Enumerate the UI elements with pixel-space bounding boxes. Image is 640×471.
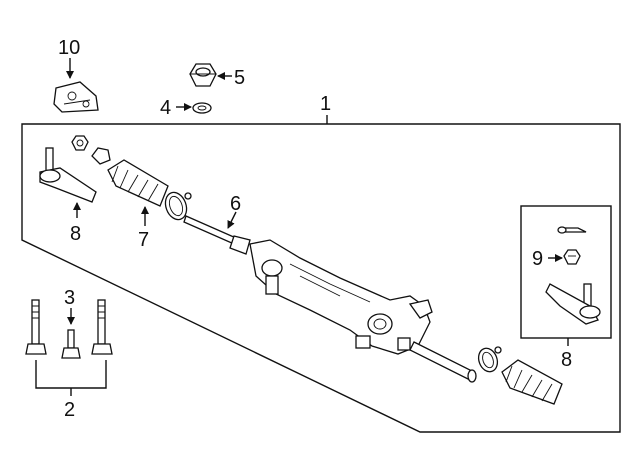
part-small-nut[interactable]	[71, 135, 89, 151]
part-cotter-pin[interactable]	[557, 226, 587, 234]
part-right-rack-rod[interactable]	[409, 341, 477, 383]
part-7-left-boot[interactable]	[107, 159, 169, 207]
part-8-left-tie-rod-end[interactable]	[39, 147, 97, 203]
part-8-right-tie-rod-end[interactable]	[545, 283, 601, 325]
part-rack-housing[interactable]	[249, 239, 433, 355]
bracket-2	[35, 360, 107, 389]
callout-10: 10	[58, 37, 80, 59]
part-9-castle-nut[interactable]	[563, 249, 581, 265]
part-5-nut[interactable]	[189, 63, 217, 87]
part-right-boot[interactable]	[501, 359, 563, 405]
part-10-bracket[interactable]	[53, 81, 99, 113]
callout-3: 3	[64, 287, 75, 309]
callout-6: 6	[230, 193, 241, 215]
callout-1: 1	[320, 93, 331, 115]
callout-8b: 8	[561, 349, 572, 371]
assembly-outline	[21, 123, 621, 433]
callout-9: 9	[532, 248, 543, 270]
callout-7: 7	[138, 229, 149, 251]
part-2-bolt-right[interactable]	[91, 299, 113, 355]
part-2-bolt-left[interactable]	[25, 299, 47, 355]
part-4-washer[interactable]	[192, 102, 212, 114]
inset-box	[520, 205, 612, 339]
leader-6	[227, 211, 237, 229]
callout-2: 2	[64, 399, 75, 421]
callout-5: 5	[234, 67, 245, 89]
callout-4: 4	[160, 97, 171, 119]
part-clamp-small[interactable]	[91, 147, 111, 165]
part-boot-clamp-right[interactable]	[475, 346, 502, 375]
part-3-bolt[interactable]	[61, 329, 81, 359]
callout-8a: 8	[70, 223, 81, 245]
part-6-inner-tie-rod[interactable]	[183, 215, 251, 255]
part-boot-clamp-left[interactable]	[162, 189, 192, 222]
